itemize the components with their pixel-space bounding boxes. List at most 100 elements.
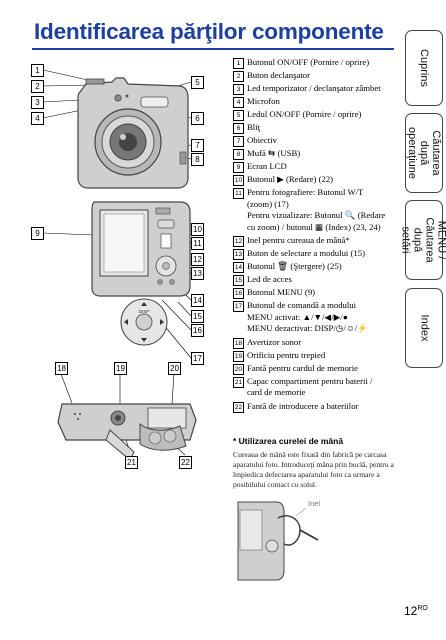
- part-number: 11: [233, 188, 244, 199]
- camera-back-illustration: [91, 201, 191, 297]
- tab-menu-cautare-setari[interactable]: MENU / Căutarea după setări: [400, 200, 446, 280]
- part-number: 18: [233, 337, 244, 349]
- note-body: Cureaua de mână este fixată din fabrică …: [233, 450, 394, 489]
- note-heading: * Utilizarea curelei de mână: [233, 436, 344, 446]
- part-number: 7: [233, 136, 244, 147]
- part-number: 6: [233, 123, 244, 134]
- part-text: Microfon: [247, 96, 280, 106]
- callout-10: 10: [191, 223, 204, 236]
- part-text: card de memorie: [247, 387, 306, 397]
- tab-cautare-operatiune[interactable]: Căutarea după operaţiune: [405, 113, 443, 193]
- part-number: 4: [233, 97, 244, 108]
- part-text: Mufă ⇆ (USB): [247, 148, 301, 158]
- callout-15: 15: [191, 310, 204, 323]
- callout-16: 16: [191, 324, 204, 337]
- page-number: 12RO: [404, 604, 428, 618]
- part-number: 21: [233, 376, 244, 388]
- part-text: cu zoom) / butonul ▦ (Index) (23, 24): [247, 221, 381, 232]
- callout-18: 18: [55, 362, 68, 375]
- part-text: Pentru vizualizare: Butonul 🔍 (Redare: [247, 210, 386, 220]
- part-number: 16: [233, 288, 244, 299]
- part-text: MENU dezactivat: DISP/◷/☺/⚡: [247, 323, 368, 333]
- part-text: Fantă pentru cardul de memorie: [247, 362, 358, 373]
- callout-3: 3: [31, 96, 44, 109]
- callout-19: 19: [114, 362, 127, 375]
- strap-label: Inel: [308, 499, 320, 508]
- part-text: Buton declanşator: [247, 70, 310, 80]
- part-text: Obiectiv: [247, 135, 277, 145]
- disp-label: DISP: [139, 309, 150, 314]
- callout-5: 5: [191, 76, 204, 89]
- tab-index[interactable]: Index: [405, 288, 443, 368]
- part-text: MENU activat: ▲/▼/◀/▶/●: [247, 311, 348, 322]
- part-text: Inel pentru cureaua de mână*: [247, 235, 350, 245]
- part-text: Avertizor sonor: [247, 336, 302, 347]
- part-number: 13: [233, 249, 244, 260]
- part-number: 2: [233, 71, 244, 82]
- callout-20: 20: [168, 362, 181, 375]
- part-number: 19: [233, 350, 244, 362]
- part-number: 15: [233, 275, 244, 286]
- part-text: Led de acces: [247, 274, 292, 284]
- callout-6: 6: [191, 112, 204, 125]
- part-number: 12: [233, 236, 244, 247]
- page-title: Identificarea părţilor componente: [34, 19, 384, 44]
- camera-front-illustration: [77, 77, 189, 189]
- callout-17: 17: [191, 352, 204, 365]
- camera-bottom-illustration: [57, 403, 197, 461]
- part-text: Butonul ▶ (Redare) (22): [247, 174, 334, 184]
- callout-1: 1: [31, 64, 44, 77]
- part-number: 9: [233, 162, 244, 173]
- part-number: 14: [233, 262, 244, 273]
- part-text: Ledul ON/OFF (Pornire / oprire): [247, 109, 362, 119]
- callout-12: 12: [191, 253, 204, 266]
- callout-14: 14: [191, 294, 204, 307]
- title-divider: [32, 48, 394, 50]
- part-number: 10: [233, 175, 244, 186]
- part-text: Buton de selectare a modului (15): [247, 248, 365, 258]
- part-number: 8: [233, 149, 244, 160]
- part-text: (zoom) (17): [247, 198, 289, 209]
- callout-11: 11: [191, 237, 204, 250]
- part-number: 22: [233, 401, 244, 413]
- part-text: Butonul de comandă a modului: [247, 300, 357, 310]
- part-text: Bliţ: [247, 122, 261, 132]
- callout-2: 2: [31, 80, 44, 93]
- callout-13: 13: [191, 267, 204, 280]
- callout-4: 4: [31, 112, 44, 125]
- part-text: Led temporizator / declanşator zâmbet: [247, 83, 381, 93]
- callout-8: 8: [191, 153, 204, 166]
- tab-cuprins[interactable]: Cuprins: [405, 30, 443, 106]
- strap-illustration: Inel: [237, 499, 320, 581]
- page-language: RO: [417, 605, 428, 612]
- part-text: Butonul 🗑 (Ştergere) (25): [247, 261, 342, 271]
- part-number: 20: [233, 363, 244, 375]
- page-number-value: 12: [404, 604, 418, 618]
- part-number: 5: [233, 110, 244, 121]
- part-text: Capac compartiment pentru baterii /: [247, 375, 373, 386]
- callout-22: 22: [179, 456, 192, 469]
- callout-7: 7: [191, 139, 204, 152]
